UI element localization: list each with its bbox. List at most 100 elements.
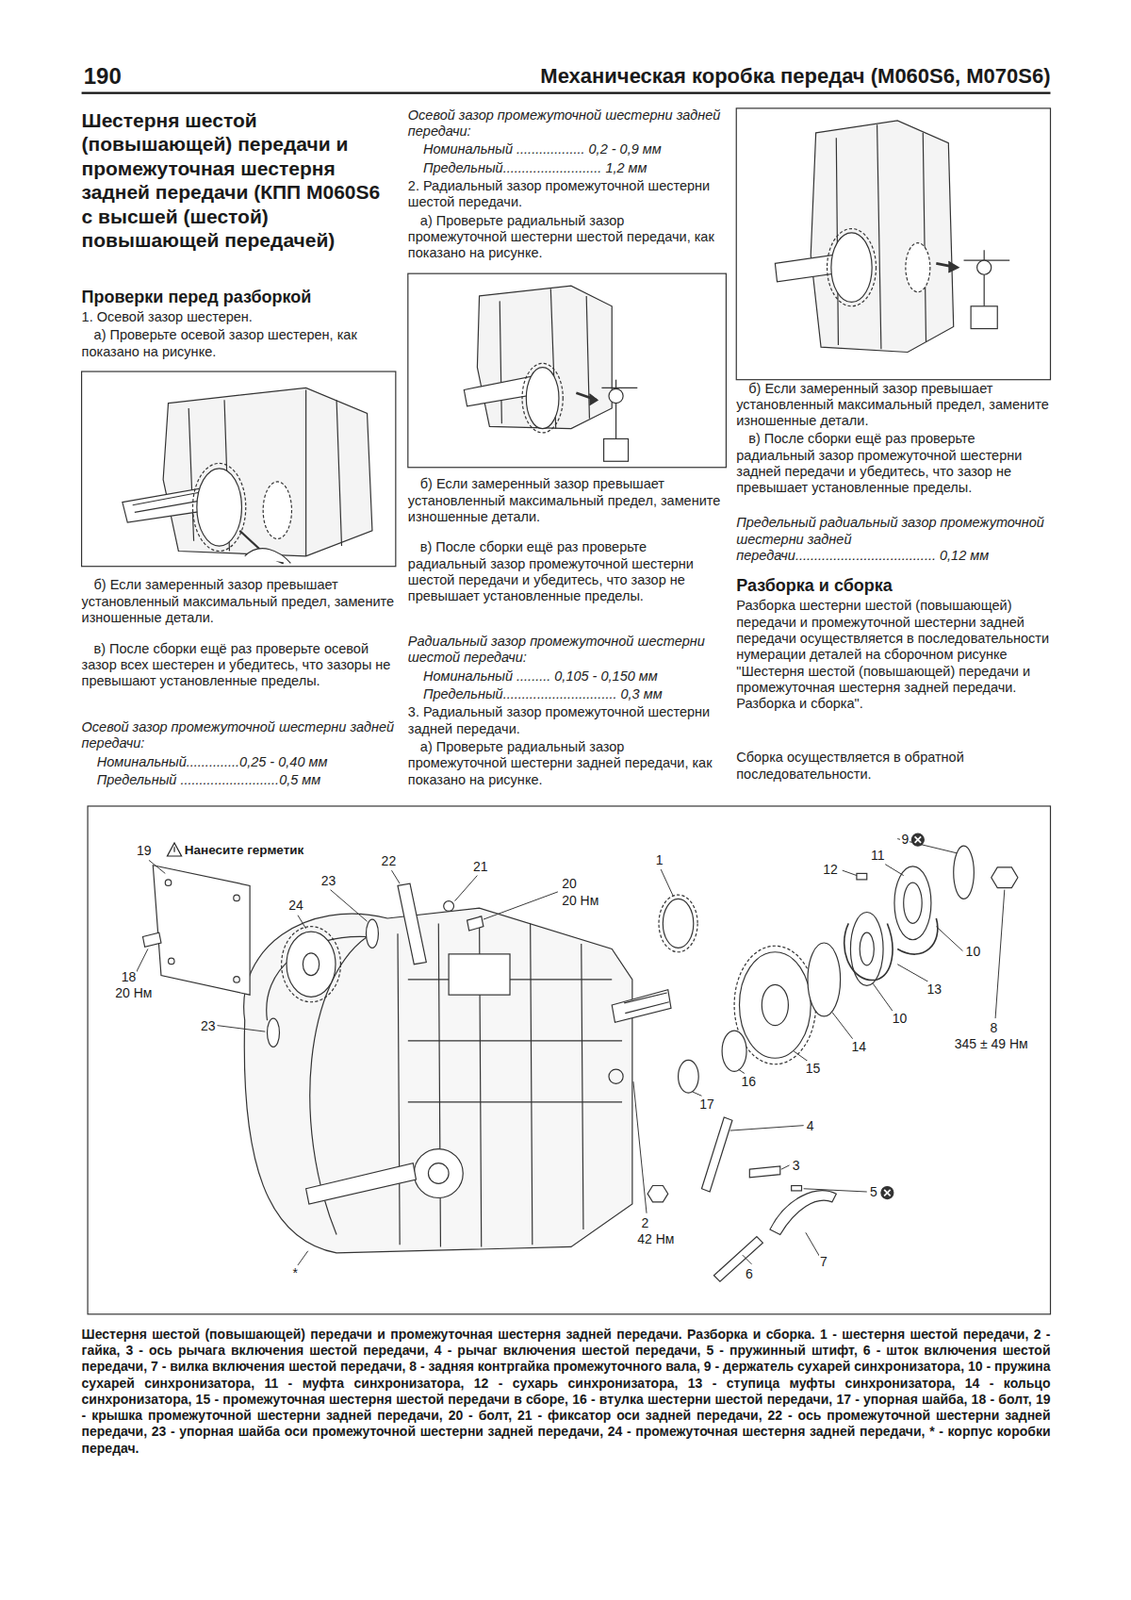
gearbox-sketch-3 [977,260,992,275]
gearbox-sketch-1 [188,390,342,557]
leader-line [935,926,963,951]
warning-symbol [173,846,175,852]
callout-number: 20 [560,875,578,891]
torque-value: 345 ± 49 Нм [953,1035,1030,1051]
subheading: Проверки перед разборкой [81,287,396,308]
spec-heading: Радиальный зазор промежуточной шестерни … [408,633,727,667]
sealant-note: Нанесите герметик [183,842,306,858]
exploded-parts [856,872,868,879]
gearbox-sketch-1 [122,487,210,523]
gearbox-sketch-1 [196,468,243,546]
spec-heading: Осевой зазор промежуточной шестерни задн… [408,107,727,141]
transmission-housing [608,1068,623,1083]
spec-value: Номинальный .................. 0,2 - 0,9… [423,141,726,158]
gearbox-sketch-2 [608,388,623,403]
callout-number: 10 [891,1010,909,1026]
figure-frame [408,273,727,468]
leader-line [995,889,1005,1018]
callout-number: 5 [868,1183,879,1199]
figure-frame [87,805,1050,1314]
callout-number: 8 [989,1019,1000,1035]
exploded-parts [953,845,975,899]
leader-line [660,868,673,896]
leader-line [832,1012,853,1039]
gearbox-sketch-1 [245,548,292,564]
gearbox-sketch-3 [831,232,872,303]
page-title: Механическая коробка передач (M060S6, M0… [262,63,1050,90]
gearbox-sketch-1 [193,462,246,551]
replace-symbol [881,833,924,1198]
replace-symbol [884,1189,890,1196]
callout-number: 13 [926,981,944,997]
torque-value: 20 Нм [114,984,153,1000]
callout-number: 19 [135,842,153,858]
callout-number: 23 [320,872,338,888]
exploded-parts [791,1185,803,1191]
callout-number: 11 [869,847,886,863]
leader-line [793,1050,808,1062]
exploded-parts [168,957,175,964]
header-rule [81,92,1051,95]
leader-line [297,1250,309,1265]
subheading: Разборка и сборка [736,575,1050,596]
callout-number: 22 [380,852,398,869]
gearbox-sketch-2 [601,387,638,389]
paragraph: б) Если замеренный зазор превышает устан… [408,475,727,525]
leader-line [897,964,928,982]
leader-line [216,1025,265,1032]
gearbox-sketch-2 [476,285,612,428]
callout-number: 14 [850,1038,868,1054]
gearbox-sketch-2 [525,367,559,429]
paragraph: а) Проверьте радиальный зазор промежуточ… [408,213,727,263]
leader-line [692,1091,703,1096]
exploded-parts [302,952,319,976]
exploded-parts [894,866,932,940]
leader-line [455,875,478,902]
exploded-parts [365,918,378,948]
gearbox-sketch-1 [262,481,292,540]
figure-caption: Шестерня шестой (повышающей) передачи и … [81,1326,1051,1457]
exploded-parts [991,867,1018,888]
warning-symbol [166,842,181,856]
exploded-parts [233,976,240,983]
gearbox-sketch-2 [604,438,629,461]
leader-line [805,1231,820,1257]
paragraph: в) После сборки ещё раз проверьте радиал… [408,539,727,605]
leader-line [885,864,903,876]
page-number: 190 [83,63,146,90]
callout-number: * [291,1264,298,1280]
exploded-parts [903,882,922,923]
paragraph: б) Если замеренный зазор превышает устан… [81,576,396,626]
callout-number: 24 [287,897,305,913]
leader-line [330,889,368,922]
spec-value: Номинальный..............0,25 - 0,40 мм [97,754,396,771]
leader-line [781,1164,790,1169]
gearbox-sketch-2 [522,362,563,433]
warning-symbol [166,842,181,856]
exploded-parts [658,894,698,952]
gearbox-sketch-3 [774,120,1010,353]
paragraph: 3. Радиальный зазор промежуточной шестер… [408,704,727,738]
transmission-housing [623,992,667,1003]
paragraph: Разборка шестерни шестой (повышающей) пе… [736,597,1050,712]
figure-frame [736,108,1050,380]
exploded-parts [850,912,884,986]
callout-number: 15 [804,1060,822,1076]
gearbox-sketch-3 [905,243,931,293]
leader-line [730,1125,804,1131]
callout-number: 9 [900,831,910,847]
callout-number: 1 [655,852,665,868]
replace-symbol [881,1186,894,1199]
exploded-parts [286,931,336,997]
transmission-housing [408,979,623,1102]
callout-number: 2 [640,1214,651,1230]
exploded-parts [721,1030,747,1071]
spec-value: Предельный радиальный зазор промежуточно… [736,514,1050,564]
exploded-parts [647,1185,669,1202]
gearbox-sketch-1 [132,491,203,506]
transmission-housing [611,989,672,1023]
exploded-parts [164,879,171,886]
figure-frame [81,108,1051,1314]
gearbox-sketch-3 [948,261,959,273]
callout-number: 21 [472,858,490,874]
